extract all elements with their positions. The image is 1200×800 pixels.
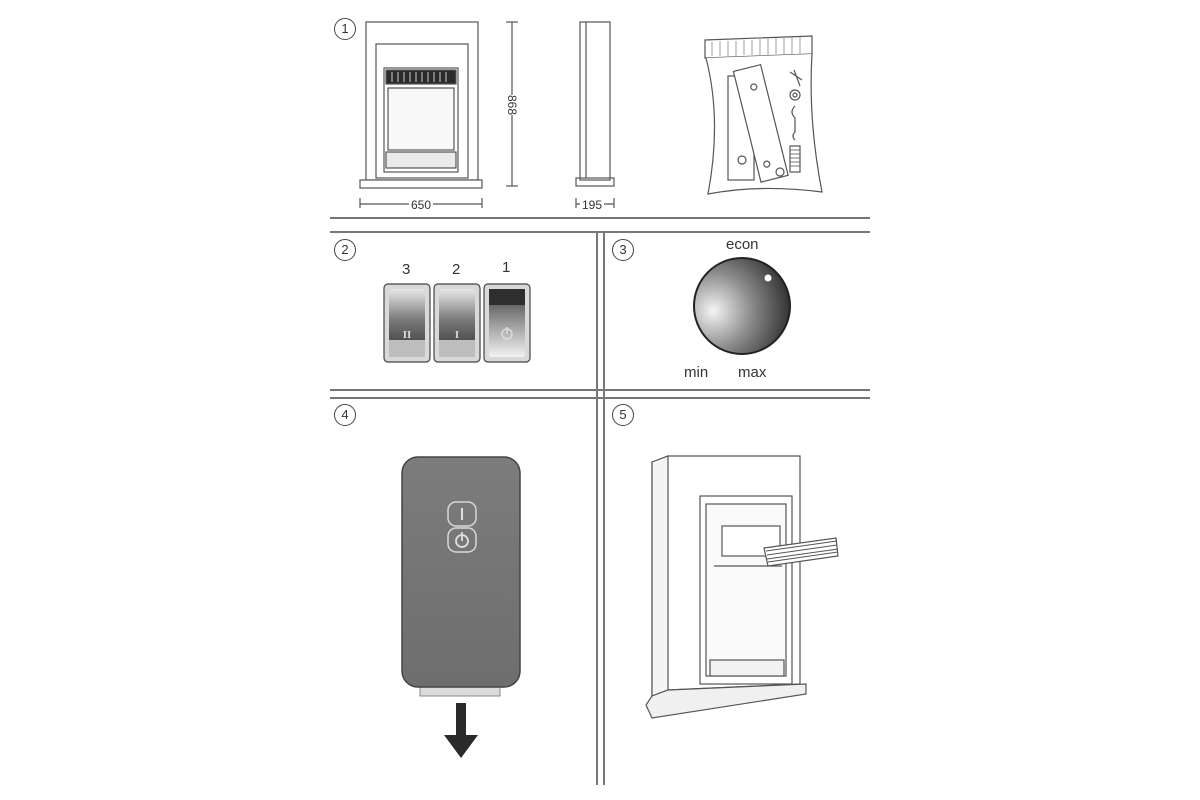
height-dimension: 868: [503, 94, 522, 116]
depth-dimension: 195: [580, 198, 605, 212]
panel-number-5: 5: [612, 404, 634, 426]
thermostat-dial: [693, 257, 791, 355]
fireplace-isometric-view: [645, 455, 839, 719]
accessory-bag: [704, 35, 823, 195]
rocker-switch-1: [483, 283, 531, 363]
panel-number-2: 2: [334, 239, 356, 261]
svg-text:II: II: [403, 329, 412, 341]
remote-on-button: [447, 501, 477, 527]
panel-dividers: [330, 217, 870, 785]
filter-strip: [763, 537, 839, 567]
switch-label-2: 2: [452, 261, 461, 278]
switch-label-1: 1: [502, 259, 511, 276]
fireplace-front-view: [359, 21, 518, 208]
switch-label-3: 3: [402, 261, 411, 278]
remote-power-button: [447, 527, 477, 553]
rocker-switch-3: II: [383, 283, 431, 363]
width-dimension: 650: [409, 198, 434, 212]
panel-number-1: 1: [334, 18, 356, 40]
arrow-down-icon: [444, 703, 478, 758]
remote-control: [401, 456, 521, 758]
panel-number-4: 4: [334, 404, 356, 426]
fireplace-side-view: [575, 21, 615, 208]
dial-min-label: min: [684, 364, 709, 381]
panel-number-3: 3: [612, 239, 634, 261]
dial-econ-label: econ: [726, 236, 759, 253]
svg-text:I: I: [455, 329, 459, 341]
dial-max-label: max: [738, 364, 767, 381]
rocker-switch-2: I: [433, 283, 481, 363]
